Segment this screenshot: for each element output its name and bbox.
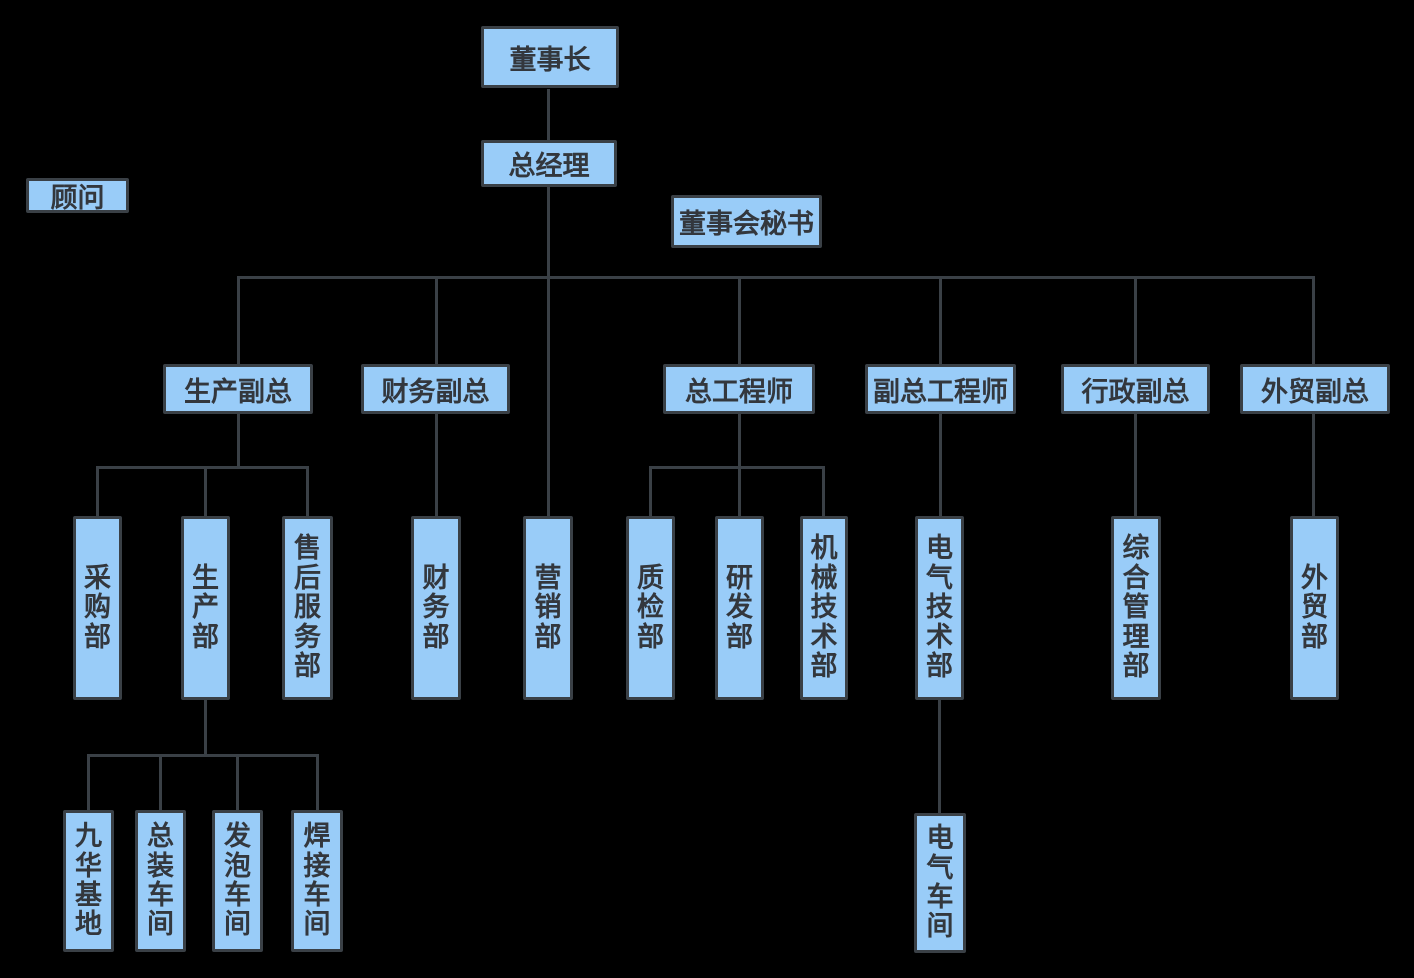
connector-chief-engineer-stem	[738, 414, 741, 467]
node-foreign-trade-dept[interactable]: 外贸部	[1290, 516, 1339, 700]
connector-vp-admin-general-mgmt	[1134, 414, 1137, 516]
node-welding-workshop[interactable]: 焊接车间	[291, 810, 343, 952]
node-mech-tech-dept[interactable]: 机械技术部	[800, 516, 848, 700]
connector-production-drop	[204, 466, 207, 516]
node-assembly-workshop[interactable]: 总装车间	[135, 810, 186, 952]
connector-vp-production-bus	[96, 466, 309, 469]
connector-assembly-drop	[159, 754, 162, 810]
connector-trunk-deputy-chief-engineer	[939, 276, 942, 364]
connector-vp-finance-finance-dept	[435, 414, 438, 516]
connector-welding-drop	[316, 754, 319, 810]
connector-elec-tech-elec-workshop	[938, 700, 941, 813]
node-chief-engineer[interactable]: 总工程师	[663, 364, 815, 414]
connector-jiuhua-drop	[87, 754, 90, 810]
connector-mech-tech-drop	[822, 466, 825, 516]
node-general-mgmt-dept[interactable]: 综合管理部	[1111, 516, 1161, 700]
node-quality-dept[interactable]: 质检部	[626, 516, 675, 700]
node-deputy-chief-engineer[interactable]: 副总工程师	[865, 364, 1016, 414]
connector-chief-engineer-bus	[649, 466, 825, 469]
node-elec-tech-dept[interactable]: 电气技术部	[915, 516, 964, 700]
connector-trunk-vp-finance	[435, 276, 438, 364]
connector-purchasing-drop	[96, 466, 99, 516]
connector-trunk-vp-foreign-trade	[1312, 276, 1315, 364]
node-marketing-dept[interactable]: 营销部	[523, 516, 573, 700]
connector-quality-drop	[649, 466, 652, 516]
node-production-dept[interactable]: 生产部	[181, 516, 230, 700]
connector-trunk-vp-production	[237, 276, 240, 364]
node-after-sales-dept[interactable]: 售后服务部	[282, 516, 333, 700]
connector-gm-trunk-marketing	[547, 187, 550, 516]
connector-trunk-vp-admin	[1134, 276, 1137, 364]
connector-trunk	[237, 276, 1315, 279]
node-finance-dept[interactable]: 财务部	[411, 516, 461, 700]
node-foaming-workshop[interactable]: 发泡车间	[212, 810, 263, 952]
node-chairman[interactable]: 董事长	[481, 26, 619, 88]
node-purchasing-dept[interactable]: 采购部	[73, 516, 122, 700]
node-vp-admin[interactable]: 行政副总	[1061, 364, 1210, 414]
node-board-secretary[interactable]: 董事会秘书	[671, 195, 822, 248]
node-rd-dept[interactable]: 研发部	[715, 516, 764, 700]
connector-production-dept-bus	[87, 754, 319, 757]
connector-deputy-chief-elec-tech	[939, 414, 942, 516]
connector-vp-foreign-trade-dept	[1312, 414, 1315, 516]
connector-vp-production-stem	[237, 414, 240, 467]
connector-production-dept-stem	[204, 700, 207, 755]
connector-after-sales-drop	[306, 466, 309, 516]
node-electrical-workshop[interactable]: 电气车间	[914, 813, 966, 953]
connector-rd-drop	[738, 466, 741, 516]
node-vp-foreign-trade[interactable]: 外贸副总	[1240, 364, 1390, 414]
node-jiuhua-base[interactable]: 九华基地	[63, 810, 114, 952]
node-general-manager[interactable]: 总经理	[481, 140, 617, 187]
node-vp-production[interactable]: 生产副总	[163, 364, 313, 414]
connector-trunk-chief-engineer	[738, 276, 741, 364]
node-advisor[interactable]: 顾问	[26, 178, 129, 213]
node-vp-finance[interactable]: 财务副总	[361, 364, 510, 414]
connector-foaming-drop	[236, 754, 239, 810]
connector-chairman-gm	[547, 89, 550, 141]
